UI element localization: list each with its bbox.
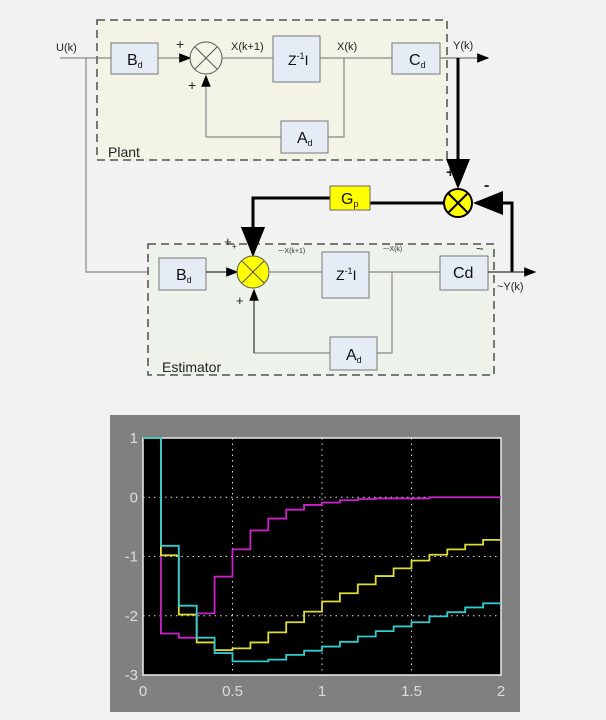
svg-text:Bd: Bd <box>176 267 192 285</box>
svg-text:+: + <box>188 77 196 93</box>
x-tick-label: 1.5 <box>401 683 422 700</box>
x-next-est-label: ~-X(k+1) <box>278 248 305 255</box>
svg-text:+: + <box>232 242 237 251</box>
plant-box <box>96 19 448 161</box>
y-tick-label: 1 <box>130 430 138 447</box>
svg-text:Ad: Ad <box>297 130 313 148</box>
estimator-ad-block <box>329 336 378 371</box>
x-tick-label: 1 <box>318 683 326 700</box>
estimator-cd-block <box>439 255 489 291</box>
x-tick-label: 0 <box>139 683 147 700</box>
svg-text:+: + <box>224 234 232 249</box>
y-tick-label: -1 <box>125 549 138 566</box>
svg-text:~: ~ <box>476 241 484 256</box>
y-label: Y(k) <box>453 40 473 52</box>
series-cyan-line <box>143 437 501 663</box>
x-next-label: X(k+1) <box>231 41 264 53</box>
svg-text:+: + <box>446 164 455 181</box>
svg-text:Gp: Gp <box>341 191 358 209</box>
gp-gain-block <box>329 185 371 211</box>
svg-text:Z-1I: Z-1I <box>288 51 308 68</box>
x-label: X(k) <box>337 41 357 53</box>
svg-text:Z-1I: Z-1I <box>336 266 356 283</box>
y-tick-label: 0 <box>130 489 138 506</box>
estimator-bd-block <box>158 257 207 291</box>
series-yellow-line <box>143 437 501 652</box>
x-tick-label: 2 <box>497 683 505 700</box>
y-tick-label: -3 <box>125 667 138 684</box>
plant-cd-block <box>391 42 441 75</box>
y-tick-label: -2 <box>125 608 138 625</box>
estimator-title: Estimator <box>162 359 221 375</box>
u-label: U(k) <box>56 42 77 54</box>
svg-text:Bd: Bd <box>127 52 143 70</box>
svg-text:-: - <box>484 177 489 194</box>
plant-ad-block <box>280 120 329 154</box>
plant-bd-block <box>110 42 159 75</box>
svg-text:Ad: Ad <box>346 347 362 365</box>
svg-text:+: + <box>176 36 184 52</box>
svg-text:+: + <box>236 293 244 308</box>
svg-text:Cd: Cd <box>453 265 473 282</box>
plant-title: Plant <box>108 144 140 160</box>
plant-delay-block <box>272 35 321 83</box>
svg-text:Cd: Cd <box>409 52 426 70</box>
x-est-label: ~-X(k) <box>383 246 402 253</box>
y-est-label: ~Y(k) <box>497 281 524 293</box>
x-tick-label: 0.5 <box>222 683 243 700</box>
estimator-delay-block <box>321 251 370 299</box>
